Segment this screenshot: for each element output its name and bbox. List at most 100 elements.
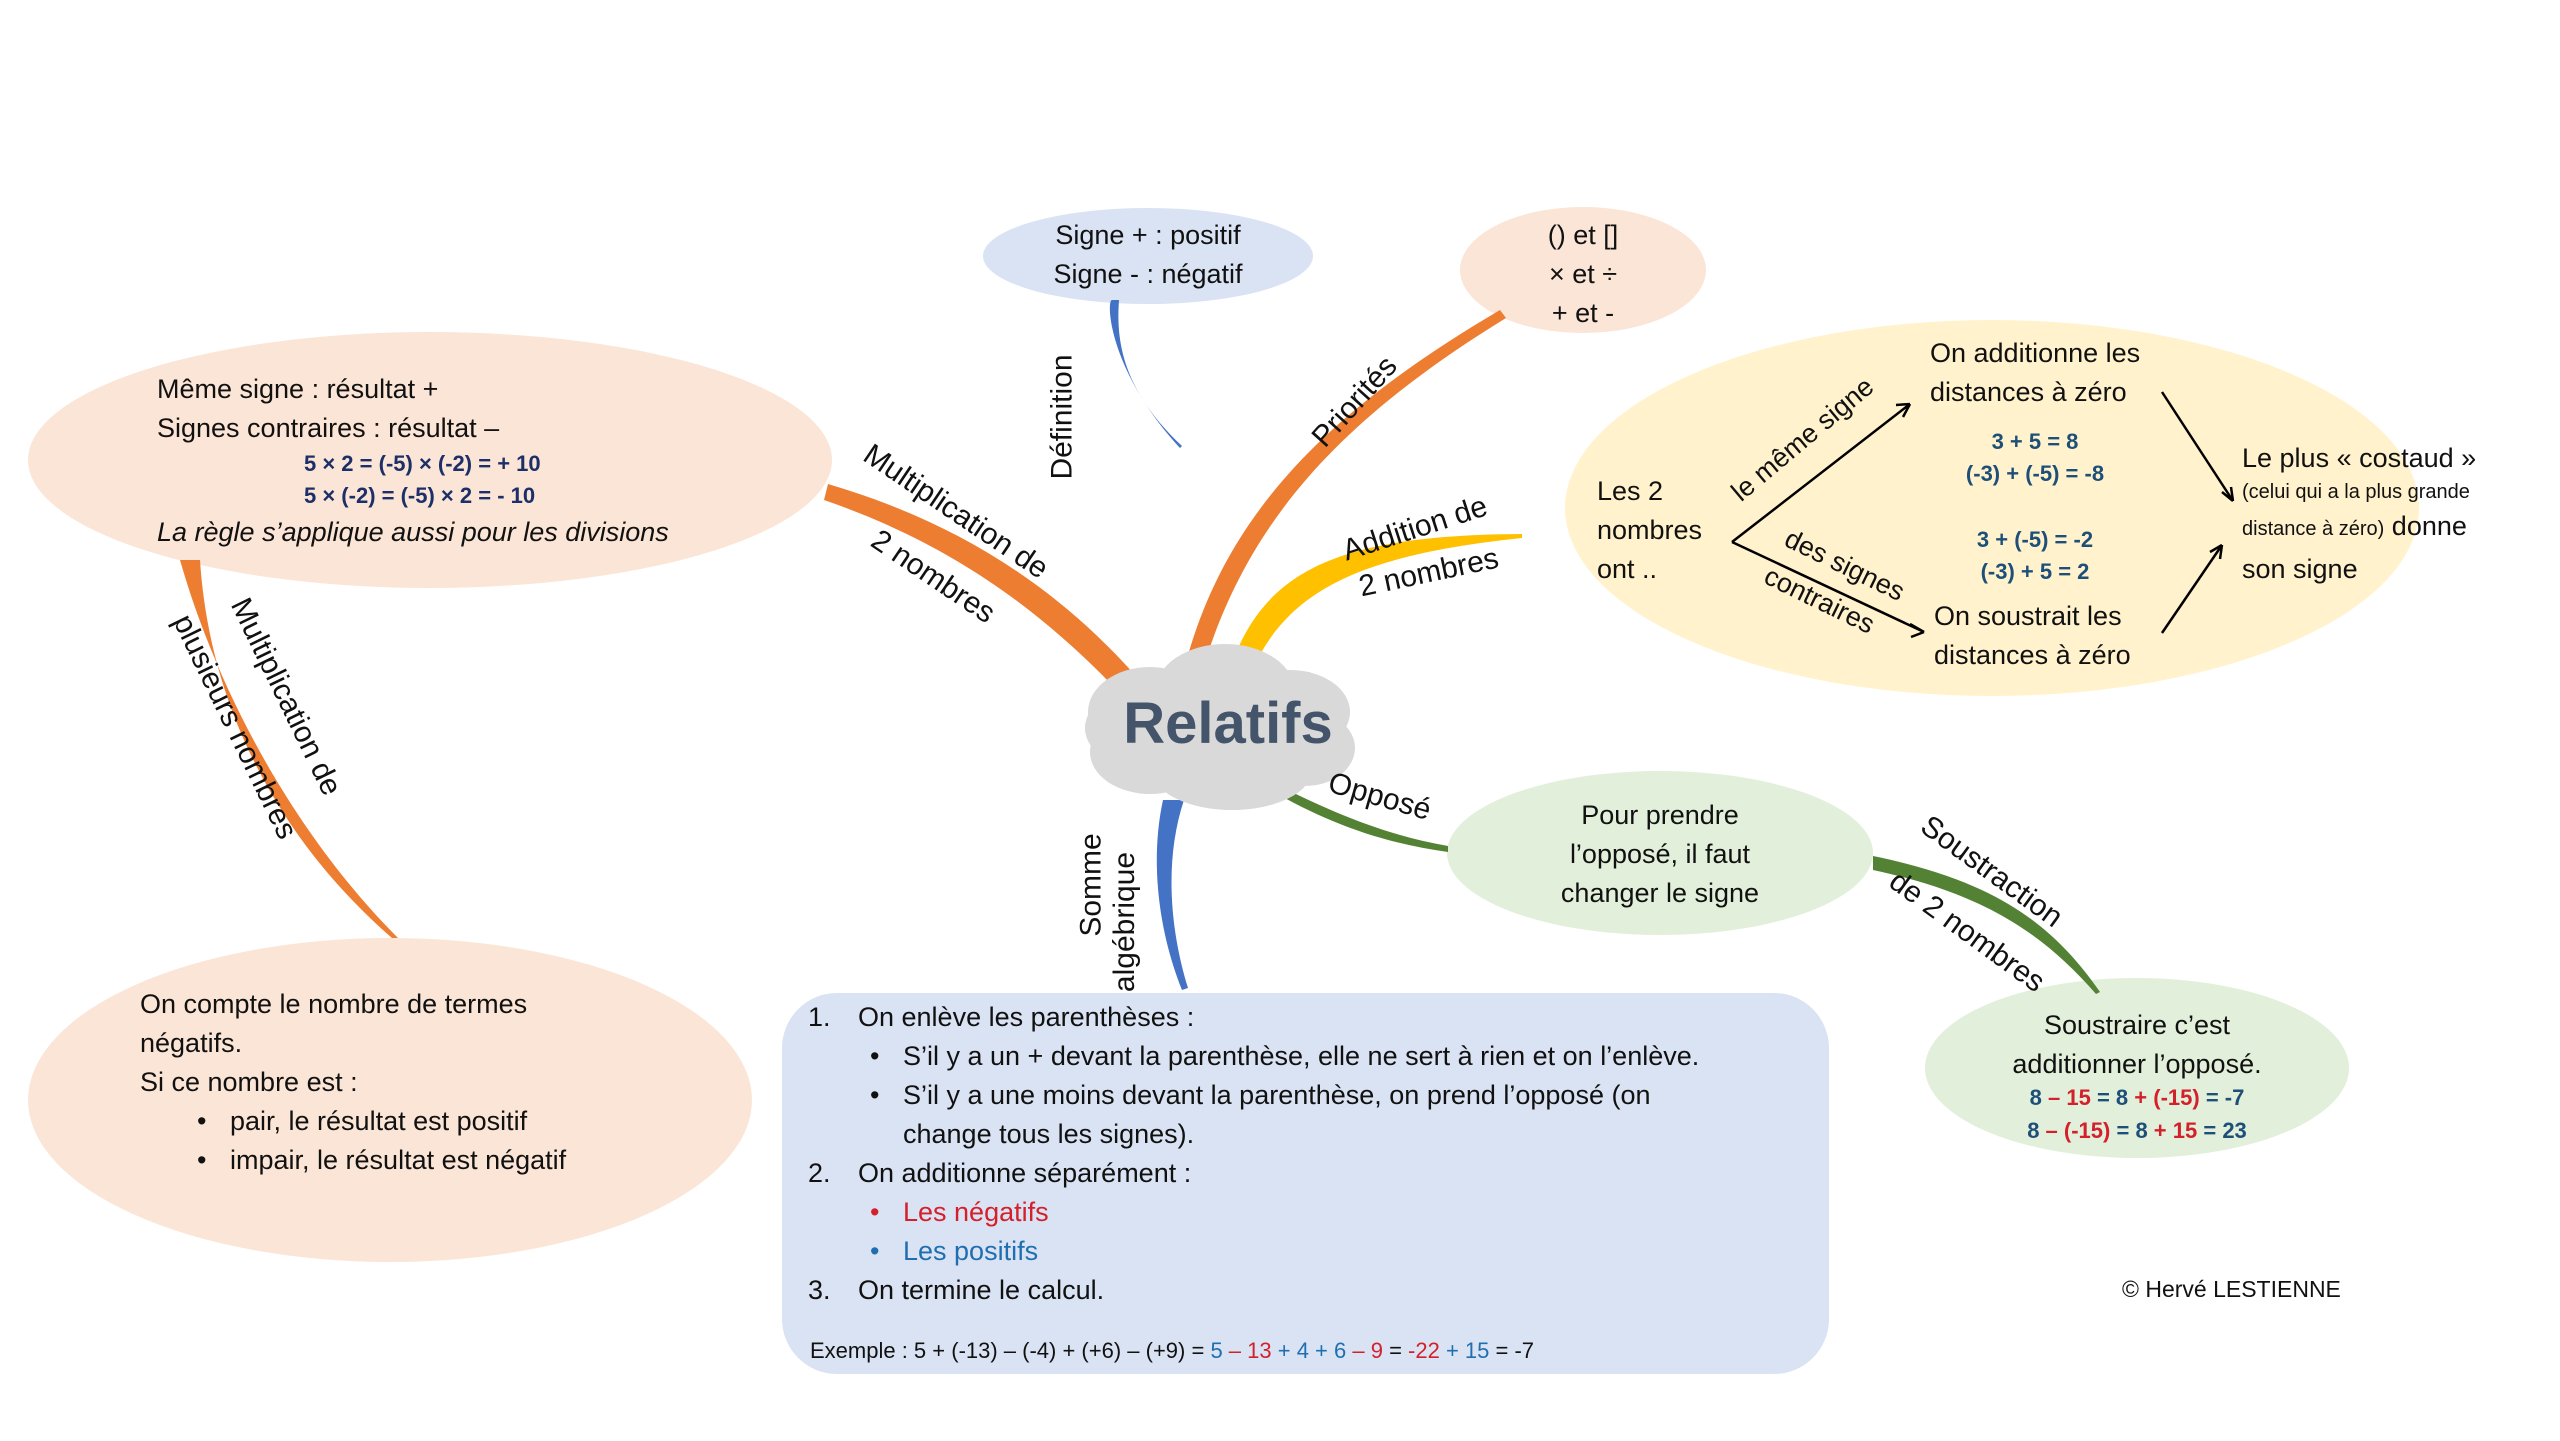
credit: © Hervé LESTIENNE <box>2122 1276 2341 1302</box>
sx1-c: 8 <box>2115 1085 2129 1110</box>
somme-step1: On enlève les parenthèses : <box>858 1002 1195 1032</box>
mult2-bubble <box>28 332 832 588</box>
sx2-eq: = <box>2110 1118 2136 1143</box>
on-additionne-line: distances à zéro <box>1930 377 2127 407</box>
somme-example: Exemple : 5 + (-13) – (-4) + (+6) – (+9)… <box>810 1338 1534 1364</box>
definition-bubble <box>983 208 1313 304</box>
costaud-line3b: donne <box>2384 511 2467 541</box>
sx2-b: (-15) <box>2063 1118 2111 1143</box>
somme-step2-negatifs: Les négatifs <box>858 1193 1699 1232</box>
oppose-text: Pour prendre l’opposé, il faut changer l… <box>1500 796 1820 913</box>
multN-item: impair, le résultat est négatif <box>185 1141 566 1180</box>
sx2-a: 8 <box>2027 1118 2040 1143</box>
mult2-note: La règle s’applique aussi pour les divis… <box>157 517 669 547</box>
somme-step1-item: S’il y a une moins devant la parenthèse,… <box>858 1076 1699 1115</box>
sx1-res: = -7 <box>2199 1085 2245 1110</box>
sx2-plus: + <box>2147 1118 2173 1143</box>
addition-example-same: 3 + 5 = 8 (-3) + (-5) = -8 <box>1920 426 2150 490</box>
somme-ex-p2: – 13 <box>1222 1338 1272 1363</box>
label-somme-1: Somme <box>1074 833 1108 937</box>
somme-ex-p5: = <box>1382 1338 1409 1363</box>
label-definition: Définition <box>1045 354 1079 480</box>
priorites-bubble <box>1460 207 1706 333</box>
addition-ex-diff-line: (-3) + 5 = 2 <box>1980 559 2090 584</box>
on-soustrait-line: On soustrait les <box>1934 601 2122 631</box>
sx1-a: 8 <box>2029 1085 2042 1110</box>
mult2-line1: Même signe : résultat + <box>157 374 439 404</box>
soustraction-example-2: 8 – (-15) = 8 + 15 = 23 <box>1967 1118 2307 1144</box>
oppose-line: changer le signe <box>1560 878 1760 908</box>
addition-ex-diff-line: 3 + (-5) = -2 <box>1976 527 2094 552</box>
branch-somme <box>1156 800 1188 990</box>
somme-step3: On termine le calcul. <box>858 1275 1105 1305</box>
on-additionne-line: On additionne les <box>1930 338 2141 368</box>
branch-addition <box>1233 534 1522 668</box>
on-soustrait-line: distances à zéro <box>1934 640 2131 670</box>
mult2-example-2: 5 × (-2) = (-5) × 2 = - 10 <box>304 483 536 508</box>
addition-les2-line: ont .. <box>1597 554 1658 584</box>
branch-definition <box>1109 300 1182 448</box>
multN-line: Si ce nombre est : <box>140 1067 358 1097</box>
multN-line: négatifs. <box>140 1028 243 1058</box>
priorites-line: + et - <box>1551 298 1615 328</box>
sx1-op: – <box>2041 1085 2067 1110</box>
priorites-line: () et [] <box>1547 220 1619 250</box>
costaud-line1: Le plus « costaud » <box>2242 443 2477 473</box>
definition-line: Signe + : positif <box>1055 220 1241 250</box>
addition-costaud: Le plus « costaud » (celui qui a la plus… <box>2242 440 2476 589</box>
branch-soustraction <box>1873 856 2100 994</box>
soustraction-bubble <box>1925 978 2349 1158</box>
somme-ex-p6: -22 <box>1408 1338 1440 1363</box>
addition-on-soustrait: On soustrait les distances à zéro <box>1934 597 2131 675</box>
somme-step2-positifs: Les positifs <box>858 1232 1699 1271</box>
soustraction-text: Soustraire c’est additionner l’opposé. <box>1967 1006 2307 1084</box>
sx1-b: 15 <box>2066 1085 2091 1110</box>
somme-step2: On additionne séparément : <box>858 1158 1192 1188</box>
addition-arrows <box>1731 391 2235 639</box>
addition-les2: Les 2 nombres ont .. <box>1597 472 1702 589</box>
multN-bubble <box>28 938 752 1262</box>
sx1-d: (-15) <box>2153 1085 2200 1110</box>
soustraction-example-1: 8 – 15 = 8 + (-15) = -7 <box>1967 1085 2307 1111</box>
sx2-res: = 23 <box>2197 1118 2247 1143</box>
sx2-c: 8 <box>2135 1118 2148 1143</box>
costaud-line4: son signe <box>2242 554 2358 584</box>
multN-line: On compte le nombre de termes <box>140 989 528 1019</box>
oppose-line: Pour prendre <box>1581 800 1739 830</box>
multN-text: On compte le nombre de termes négatifs. … <box>140 985 566 1180</box>
somme-step1-item: S’il y a un + devant la parenthèse, elle… <box>858 1037 1699 1076</box>
costaud-line2: (celui qui a la plus grande <box>2242 481 2470 503</box>
somme-ex-p4: – 9 <box>1346 1338 1383 1363</box>
branch-mult2 <box>824 484 1135 688</box>
somme-ex-p1: 5 <box>1210 1338 1223 1363</box>
oppose-line: l’opposé, il faut <box>1569 839 1751 869</box>
soustraction-line: additionner l’opposé. <box>2012 1049 2262 1079</box>
sx2-d: 15 <box>2172 1118 2198 1143</box>
somme-steps: 1.On enlève les parenthèses : S’il y a u… <box>808 998 1699 1310</box>
branch-priorites <box>1188 310 1506 662</box>
multN-item: pair, le résultat est positif <box>185 1102 566 1141</box>
soustraction-line: Soustraire c’est <box>2043 1010 2231 1040</box>
addition-ex-same-line: 3 + 5 = 8 <box>1991 429 2079 454</box>
mult2-example-1: 5 × 2 = (-5) × (-2) = + 10 <box>304 451 541 476</box>
addition-ex-same-line: (-3) + (-5) = -8 <box>1965 461 2105 486</box>
sx1-plus: + <box>2128 1085 2154 1110</box>
somme-ex-p8: = -7 <box>1489 1338 1535 1363</box>
priorites-line: × et ÷ <box>1548 259 1618 289</box>
somme-step1-item-cont: change tous les signes). <box>903 1119 1195 1149</box>
label-somme-2: algébrique <box>1108 851 1142 993</box>
mult2-line2: Signes contraires : résultat – <box>157 413 500 443</box>
addition-les2-line: Les 2 <box>1597 476 1664 506</box>
priorites-text: () et [] × et ÷ + et - <box>1483 216 1683 333</box>
addition-example-diff: 3 + (-5) = -2 (-3) + 5 = 2 <box>1920 524 2150 588</box>
somme-ex-p3: + 4 + 6 <box>1271 1338 1347 1363</box>
sx2-op: – <box>2039 1118 2064 1143</box>
center-title: Relatifs <box>1123 691 1333 756</box>
oppose-bubble <box>1447 771 1873 935</box>
center-cloud <box>1085 644 1355 810</box>
definition-line: Signe - : négatif <box>1053 259 1243 289</box>
somme-ex-p7: + 15 <box>1439 1338 1490 1363</box>
sx1-eq: = <box>2090 1085 2116 1110</box>
somme-example-prefix: Exemple : 5 + (-13) – (-4) + (+6) – (+9)… <box>810 1338 1211 1363</box>
costaud-line3a: distance à zéro) <box>2242 518 2385 540</box>
